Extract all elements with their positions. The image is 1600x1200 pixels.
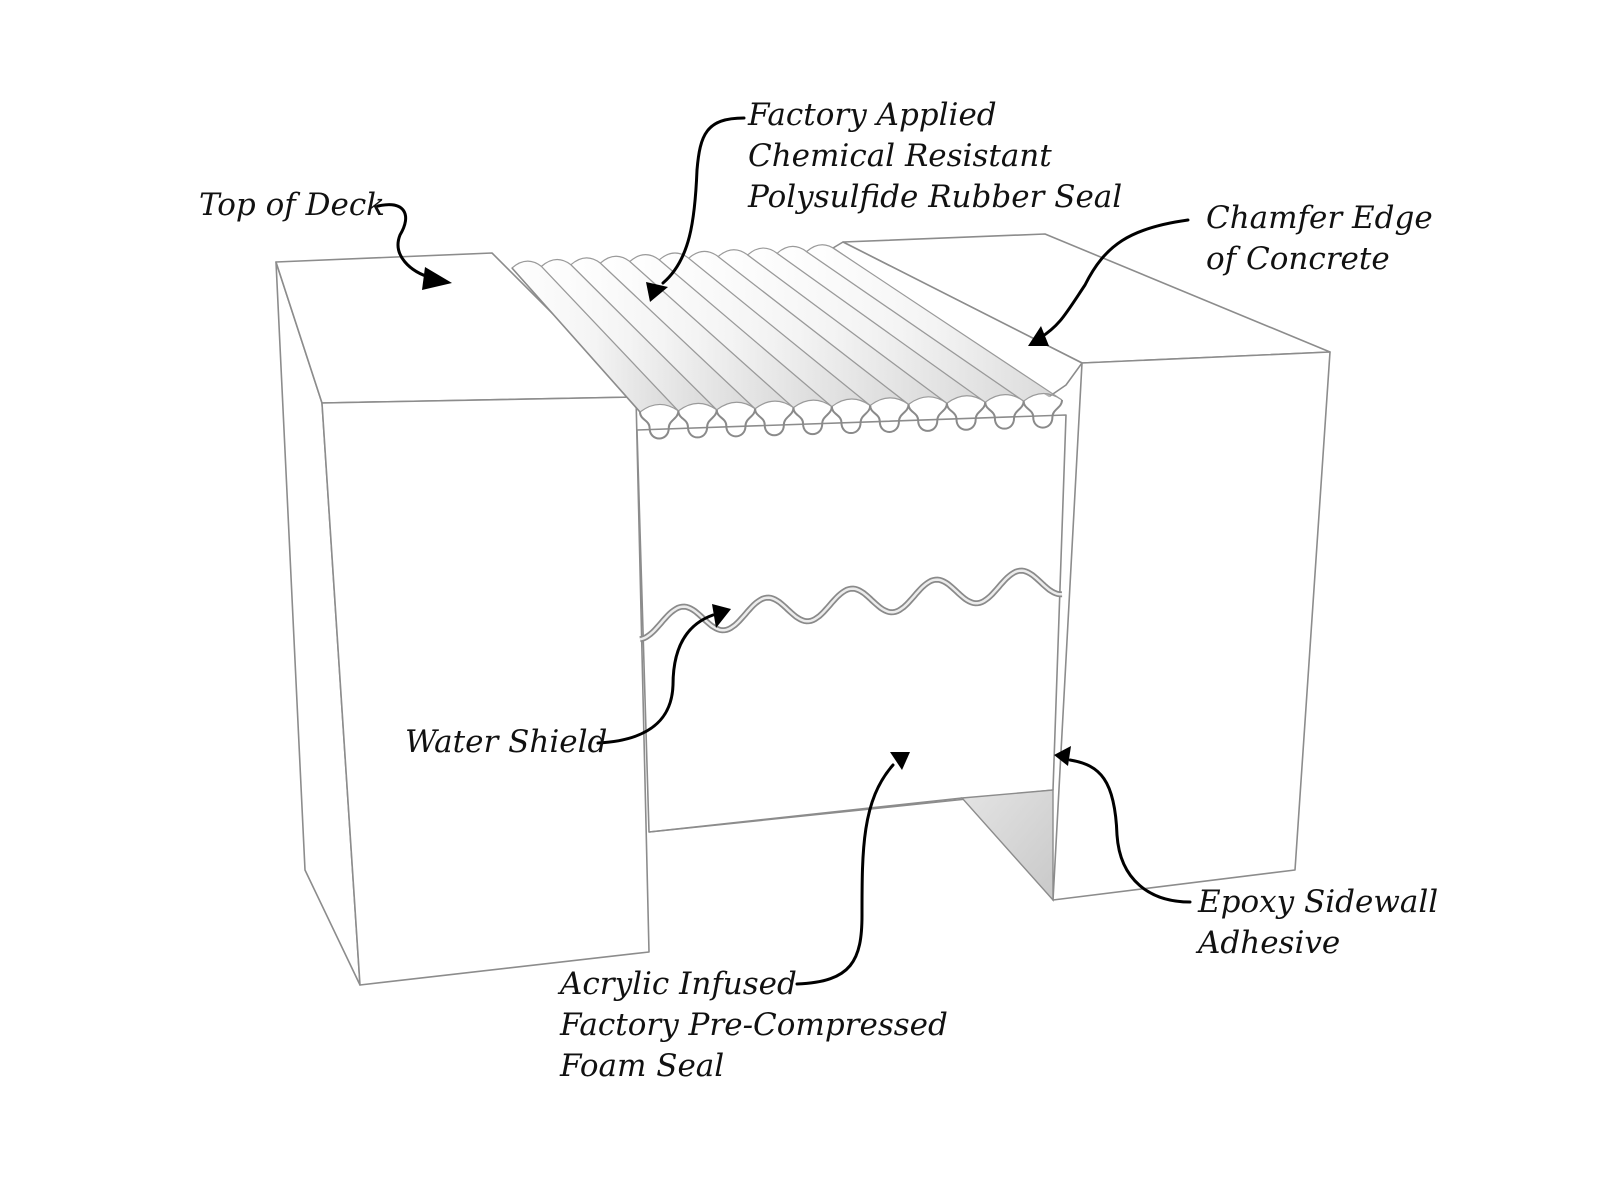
- callout-water-shield: [596, 604, 731, 745]
- seal-rib-profile: [945, 402, 987, 431]
- arrowhead-top-of-deck: [422, 267, 452, 290]
- seal-rib-profile: [792, 406, 833, 436]
- arrowhead-chamfer: [1028, 326, 1049, 346]
- arrowhead-rubber-seal: [646, 282, 668, 302]
- callout-line-water-shield: [596, 613, 715, 745]
- callout-rubber-seal: [646, 116, 746, 302]
- foam-seal: [636, 414, 1067, 833]
- callout-line-rubber-seal: [661, 116, 746, 285]
- seal-rib-profile: [677, 409, 718, 439]
- label-line: Chemical Resistant: [748, 138, 1052, 174]
- epoxy-sidewall-adhesive: [960, 789, 1054, 902]
- seal-rib-profile: [639, 410, 680, 440]
- arrowhead-water-shield: [712, 604, 731, 628]
- left-concrete-block: [275, 252, 650, 986]
- label-line: Chamfer Edge: [1206, 200, 1433, 236]
- label-line: Top of Deck: [199, 187, 385, 223]
- seal-rib-profile: [984, 400, 1025, 430]
- label-line: Water Shield: [405, 724, 607, 760]
- label-water-shield: Water Shield: [405, 724, 607, 760]
- label-line: Foam Seal: [559, 1048, 724, 1084]
- seal-rib-profile: [869, 404, 910, 433]
- seal-left-edge: [511, 267, 641, 413]
- callout-foam-seal: [795, 752, 910, 986]
- polysulfide-rubber-seal: [511, 244, 1063, 440]
- label-line: Polysulfide Rubber Seal: [747, 179, 1122, 215]
- label-line: Acrylic Infused: [557, 966, 797, 1002]
- seal-rib-profile: [907, 403, 948, 432]
- seal-rib-profile: [830, 405, 872, 435]
- label-line: Factory Applied: [747, 97, 997, 133]
- callout-chamfer: [1028, 218, 1190, 346]
- left-block-front-face: [321, 396, 650, 986]
- seal-rib-profile: [715, 408, 757, 438]
- label-top-of-deck: Top of Deck: [199, 187, 385, 223]
- arrowhead-epoxy: [1054, 746, 1071, 766]
- label-chamfer-edge: Chamfer Edge of Concrete: [1206, 200, 1443, 277]
- callout-epoxy: [1054, 746, 1192, 904]
- right-block-front-face: [1052, 351, 1331, 901]
- label-rubber-seal: Factory Applied Chemical Resistant Polys…: [747, 97, 1122, 215]
- arrowhead-foam-seal: [890, 752, 910, 770]
- seal-rib-profile: [1022, 399, 1063, 429]
- seal-rib-profile: [754, 407, 795, 437]
- callout-line-foam-seal: [795, 763, 895, 986]
- callout-line-epoxy: [1068, 758, 1192, 904]
- callout-top-of-deck: [376, 203, 452, 290]
- callout-line-top-of-deck: [376, 203, 434, 280]
- label-epoxy-adhesive: Epoxy Sidewall Adhesive: [1195, 884, 1448, 961]
- water-shield-inner: [639, 569, 1063, 641]
- label-line: of Concrete: [1206, 241, 1390, 277]
- water-shield: [639, 567, 1063, 643]
- label-line: Factory Pre-Compressed: [559, 1007, 948, 1043]
- callout-line-chamfer: [1038, 218, 1190, 340]
- seal-bottom-edge: [648, 797, 963, 833]
- label-line: Adhesive: [1195, 925, 1340, 961]
- label-foam-seal: Acrylic Infused Factory Pre-Compressed F…: [557, 966, 958, 1084]
- label-line: Epoxy Sidewall: [1197, 884, 1438, 920]
- foam-seal-front-face: [636, 414, 1067, 833]
